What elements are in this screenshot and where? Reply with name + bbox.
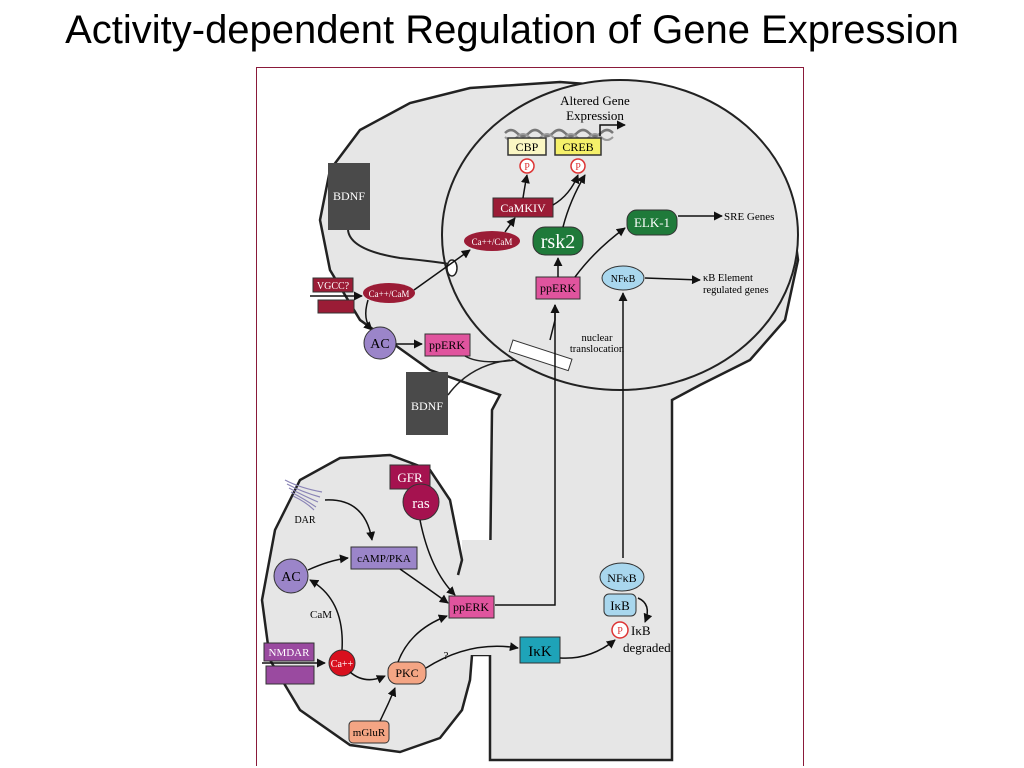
- figure-frame: [256, 67, 804, 766]
- pperk-nuclear-label: ppERK: [540, 281, 576, 295]
- ac-top-label: AC: [370, 337, 389, 352]
- creb-box: [554, 137, 602, 156]
- cbp-box: [507, 137, 547, 156]
- bdnf-bottom: [406, 372, 448, 435]
- nfkb-cytoplasm-label: NFκB: [607, 571, 636, 585]
- creb-label: CREB: [562, 140, 593, 154]
- ca-cam-nuclear: [464, 231, 520, 251]
- phospho-cbp: [519, 158, 535, 174]
- ac-bottom: [273, 558, 309, 594]
- expression-label: Expression: [566, 108, 624, 123]
- ca-cam-nuclear-label: Ca++/CaM: [472, 237, 513, 247]
- vgcc-bottom: [317, 299, 355, 314]
- pkc-label: PKC: [395, 666, 418, 680]
- ac-top: [363, 326, 397, 360]
- phospho-creb-label: P: [575, 162, 581, 173]
- ca-circle: [328, 649, 356, 677]
- elk1-box: [626, 209, 678, 236]
- phospho-cbp-label: P: [524, 162, 530, 173]
- ac-bottom-label: AC: [281, 570, 300, 585]
- gfr-label: GFR: [397, 470, 423, 485]
- ca-label: Ca++: [331, 659, 354, 670]
- phospho-ikb: [611, 621, 629, 639]
- slide-title: Activity-dependent Regulation of Gene Ex…: [65, 8, 959, 52]
- cam-label: CaM: [310, 609, 332, 621]
- cbp-label: CBP: [516, 140, 539, 154]
- vgcc-top: [312, 277, 354, 293]
- ras-label: ras: [412, 496, 430, 512]
- sre-genes-label: SRE Genes: [724, 211, 774, 223]
- phospho-creb: [570, 158, 586, 174]
- nfkb-nuclear-label: NFκB: [611, 274, 636, 285]
- dar-receptor: [284, 479, 323, 511]
- camp-pka-label: cAMP/PKA: [357, 553, 411, 565]
- bdnf-top: [328, 163, 370, 230]
- nmdar-label: NMDAR: [269, 647, 311, 659]
- pkc-box: [387, 661, 427, 685]
- pperk-soma-box: [424, 333, 471, 357]
- ca-cam-soma-label: Ca++/CaM: [369, 289, 410, 299]
- pperk-dendrite-box: [448, 595, 495, 619]
- kb-element-label: κB Element: [703, 273, 753, 284]
- pperk-soma-label: ppERK: [429, 338, 465, 352]
- mglur-label: mGluR: [353, 727, 386, 739]
- ca-cam-soma: [363, 283, 415, 303]
- ikb-box: [603, 593, 637, 617]
- mglur-box: [348, 720, 390, 744]
- dna-strand: [504, 128, 614, 138]
- rsk2-box: [532, 226, 584, 256]
- camp-pka-box: [350, 546, 418, 570]
- nuclear-translocation-channel: [508, 339, 573, 372]
- kb-regulated-label: regulated genes: [703, 285, 769, 296]
- bdnf-top-label: BDNF: [333, 189, 365, 203]
- translocation-label: translocation: [570, 344, 625, 355]
- nmdar-bottom: [265, 665, 315, 685]
- bdnf-bottom-label: BDNF: [411, 399, 443, 413]
- camkiv-label: CaMKIV: [500, 201, 546, 215]
- pperk-dendrite-label: ppERK: [453, 600, 489, 614]
- nmdar-top: [263, 642, 315, 662]
- degraded-label: degraded: [623, 640, 671, 655]
- ikk-box: [519, 636, 561, 664]
- ikb-degraded-label: IκB: [631, 623, 651, 638]
- phospho-ikb-label: P: [617, 626, 623, 637]
- nuclear-label: nuclear: [582, 333, 613, 344]
- ikb-label: IκB: [610, 598, 630, 613]
- altered-gene-label: Altered Gene: [560, 93, 630, 108]
- ikk-label: IκK: [528, 644, 552, 660]
- dar-label: DAR: [294, 515, 315, 526]
- rsk2-label: rsk2: [541, 231, 575, 253]
- ras-circle: [402, 483, 440, 521]
- question-label: ?: [444, 650, 449, 662]
- elk1-label: ELK-1: [634, 215, 670, 230]
- nfkb-cytoplasm: [599, 562, 645, 592]
- nfkb-nuclear: [601, 265, 645, 291]
- vgcc-label: VGCC?: [317, 281, 350, 292]
